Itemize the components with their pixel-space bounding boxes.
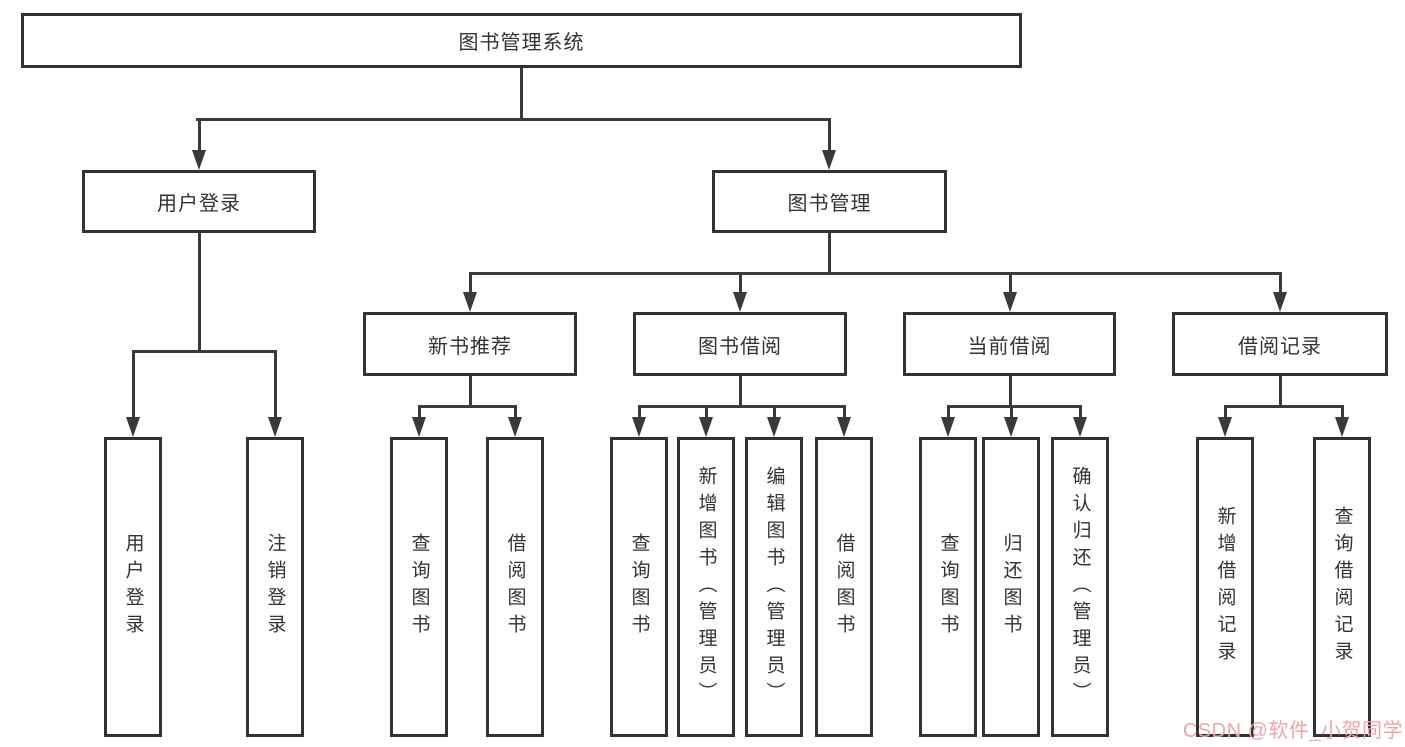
- arrow-down-icon: [463, 292, 477, 312]
- node-label: 用户登录: [122, 533, 144, 641]
- leaf-logout: 注销登录: [246, 437, 304, 737]
- node-label: 图书借阅: [698, 335, 782, 358]
- connector-vline: [198, 233, 201, 350]
- node-label: 查询图书: [408, 533, 430, 641]
- node-label: 查询借阅记录: [1331, 506, 1353, 668]
- node-label: 借阅图书: [833, 533, 855, 641]
- connector-vline: [638, 405, 641, 421]
- connector-vline: [469, 272, 472, 296]
- leaf-query-books-borrowing: 查询图书: [610, 437, 668, 737]
- node-label: 用户登录: [157, 193, 241, 215]
- connector-hline: [469, 272, 1282, 275]
- arrow-down-icon: [1218, 417, 1232, 437]
- node-label: 查询图书: [628, 533, 650, 641]
- connector-vline: [1279, 375, 1282, 405]
- node-current-borrowing: 当前借阅: [903, 312, 1116, 376]
- arrow-down-icon: [941, 417, 955, 437]
- arrow-down-icon: [508, 417, 522, 437]
- connector-vline: [1010, 405, 1013, 421]
- connector-hline: [418, 405, 517, 408]
- connector-hline: [196, 118, 831, 121]
- connector-vline: [198, 118, 201, 154]
- leaf-add-book-admin: 新增图书（管理员）: [677, 437, 735, 737]
- node-label: 归还图书: [1000, 533, 1022, 641]
- node-new-book-recommend: 新书推荐: [363, 312, 577, 376]
- arrow-down-icon: [767, 417, 781, 437]
- node-label: 确认归还（管理员）: [1069, 465, 1091, 709]
- node-root-library-management-system: 图书管理系统: [21, 13, 1022, 68]
- arrow-down-icon: [822, 150, 836, 170]
- connector-vline: [773, 405, 776, 421]
- connector-vline: [739, 272, 742, 296]
- connector-vline: [274, 350, 277, 421]
- arrow-down-icon: [126, 417, 140, 437]
- leaf-query-borrow-record: 查询借阅记录: [1313, 437, 1371, 737]
- arrow-down-icon: [1335, 417, 1349, 437]
- node-label: 注销登录: [264, 533, 286, 641]
- connector-vline: [1279, 272, 1282, 296]
- arrow-down-icon: [192, 150, 206, 170]
- node-label: 借阅图书: [504, 533, 526, 641]
- connector-vline: [828, 233, 831, 272]
- arrow-down-icon: [1004, 417, 1018, 437]
- arrow-down-icon: [1273, 292, 1287, 312]
- node-borrowing-records: 借阅记录: [1172, 312, 1388, 376]
- connector-vline: [514, 405, 517, 421]
- leaf-user-login: 用户登录: [104, 437, 162, 737]
- arrow-down-icon: [837, 417, 851, 437]
- connector-vline: [1009, 375, 1012, 405]
- node-label: 当前借阅: [967, 335, 1052, 358]
- connector-vline: [520, 68, 523, 118]
- node-book-management: 图书管理: [712, 170, 947, 233]
- node-label: 编辑图书（管理员）: [763, 465, 785, 709]
- connector-hline: [947, 405, 1082, 408]
- arrow-down-icon: [733, 292, 747, 312]
- connector-hline: [638, 405, 846, 408]
- arrow-down-icon: [1073, 417, 1087, 437]
- node-label: 新书推荐: [428, 335, 512, 358]
- arrow-down-icon: [268, 417, 282, 437]
- leaf-query-books-current: 查询图书: [919, 437, 977, 737]
- node-label: 图书管理系统: [458, 32, 585, 54]
- connector-vline: [469, 375, 472, 405]
- leaf-confirm-return-admin: 确认归还（管理员）: [1051, 437, 1109, 737]
- leaf-borrow-books: 借阅图书: [815, 437, 873, 737]
- node-label: 图书管理: [787, 193, 872, 215]
- connector-vline: [418, 405, 421, 421]
- leaf-borrow-books-recommend: 借阅图书: [486, 437, 544, 737]
- leaf-edit-book-admin: 编辑图书（管理员）: [745, 437, 803, 737]
- connector-vline: [947, 405, 950, 421]
- connector-hline: [1224, 405, 1344, 408]
- connector-vline: [1009, 272, 1012, 296]
- arrow-down-icon: [699, 417, 713, 437]
- node-label: 查询图书: [937, 533, 959, 641]
- connector-vline: [828, 118, 831, 154]
- connector-vline: [1079, 405, 1082, 421]
- node-book-borrowing: 图书借阅: [633, 312, 847, 376]
- node-user-login: 用户登录: [82, 170, 316, 233]
- node-label: 新增图书（管理员）: [695, 465, 717, 709]
- connector-vline: [132, 350, 135, 421]
- leaf-query-books-recommend: 查询图书: [390, 437, 448, 737]
- connector-vline: [739, 375, 742, 405]
- node-label: 新增借阅记录: [1214, 506, 1236, 668]
- connector-vline: [1341, 405, 1344, 421]
- leaf-add-borrow-record: 新增借阅记录: [1196, 437, 1254, 737]
- connector-hline: [132, 350, 277, 353]
- connector-vline: [705, 405, 708, 421]
- csdn-watermark: CSDN @软件_小贺同学: [1182, 720, 1403, 742]
- connector-vline: [843, 405, 846, 421]
- arrow-down-icon: [412, 417, 426, 437]
- arrow-down-icon: [1003, 292, 1017, 312]
- arrow-down-icon: [632, 417, 646, 437]
- leaf-return-books: 归还图书: [982, 437, 1040, 737]
- node-label: 借阅记录: [1238, 335, 1322, 358]
- connector-vline: [1224, 405, 1227, 421]
